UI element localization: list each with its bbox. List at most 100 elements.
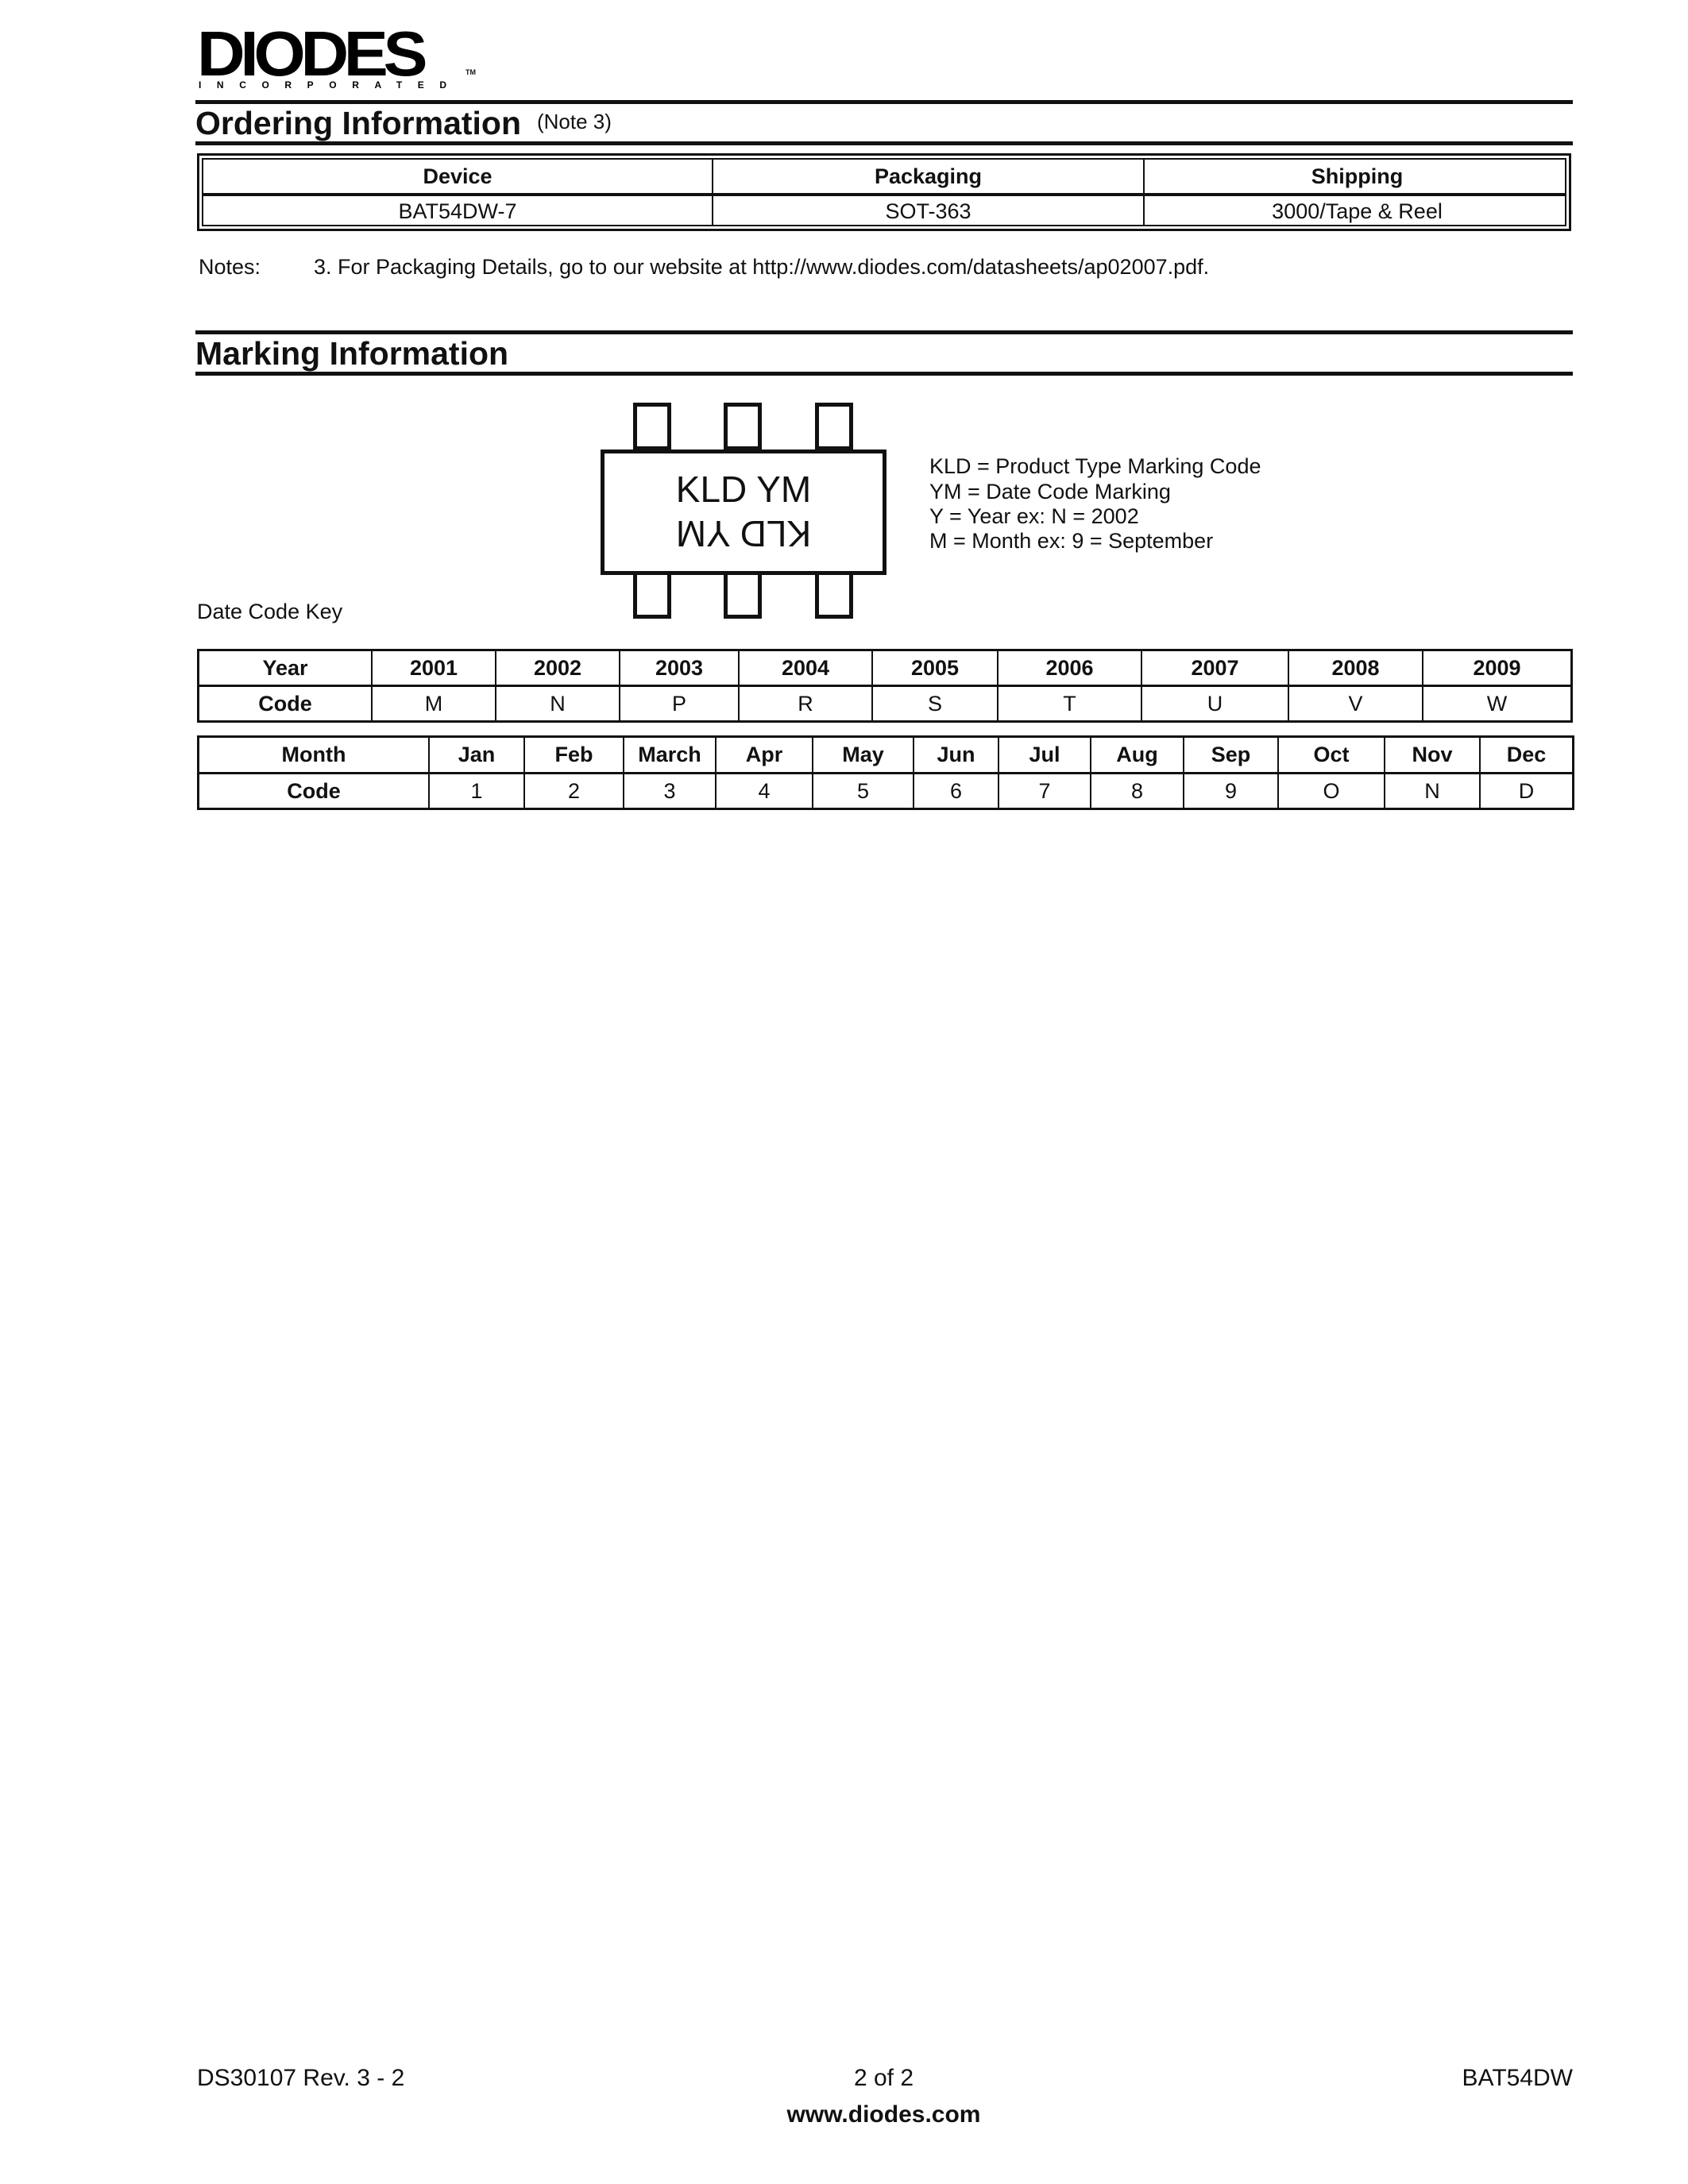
col-divider [812, 738, 813, 808]
year-code-table: Year Code 2001 2002 2003 2004 2005 2006 … [197, 649, 1573, 723]
ordering-note-ref: (Note 3) [537, 110, 612, 133]
month-code-cell: 1 [470, 778, 483, 803]
row-label-month: Month [281, 743, 346, 766]
year-cell: 2006 [1045, 655, 1094, 680]
package-pin [724, 571, 762, 619]
month-cell: Feb [554, 743, 593, 766]
row-divider [199, 685, 1570, 687]
col-divider [738, 651, 740, 720]
note-3-text: 3. For Packaging Details, go to our webs… [314, 255, 1210, 279]
month-cell: Sep [1211, 743, 1251, 766]
month-code-cell: 8 [1130, 778, 1144, 803]
month-code-cell: O [1323, 778, 1340, 803]
header-packaging: Packaging [874, 164, 983, 188]
footer-page-number: 2 of 2 [853, 2065, 914, 2091]
year-cell: 2005 [910, 655, 960, 680]
col-divider [871, 651, 873, 720]
year-cell: 2008 [1331, 655, 1380, 680]
row-label-code: Code [258, 691, 312, 716]
year-code-cell: U [1207, 691, 1223, 716]
month-code-cell: 4 [758, 778, 771, 803]
col-divider [428, 738, 430, 808]
package-body: KLD YM KLD YM [601, 450, 886, 575]
package-pin [633, 403, 671, 450]
package-marking-top: KLD YM [675, 469, 812, 510]
month-cell: Dec [1506, 743, 1547, 766]
month-code-cell: 9 [1224, 778, 1238, 803]
section-rule-bottom [195, 372, 1573, 376]
col-divider [1422, 651, 1423, 720]
col-divider [371, 651, 373, 720]
month-code-table: Month Code Jan Feb March Apr May Jun Jul… [197, 735, 1574, 810]
col-divider [997, 651, 999, 720]
year-cell: 2003 [655, 655, 704, 680]
col-divider [1143, 160, 1145, 225]
section-rule-top [195, 330, 1573, 334]
header-device: Device [423, 164, 492, 188]
month-code-cell: 6 [949, 778, 963, 803]
col-divider [495, 651, 496, 720]
month-cell: May [842, 743, 884, 766]
row-divider [199, 772, 1572, 774]
footer-part-number: BAT54DW [1462, 2065, 1573, 2091]
col-divider [1141, 651, 1142, 720]
year-code-cell: M [424, 691, 443, 716]
month-cell: Jan [458, 743, 496, 766]
logo-incorporated: INCORPORATED [199, 79, 462, 91]
legend-line: YM = Date Code Marking [929, 480, 1171, 504]
month-cell: March [638, 743, 701, 766]
header-divider [203, 193, 1565, 196]
legend-line: KLD = Product Type Marking Code [929, 454, 1261, 478]
legend-line: M = Month ex: 9 = September [929, 529, 1214, 553]
marking-title: Marking Information [195, 335, 509, 372]
month-cell: Jun [937, 743, 975, 766]
year-code-cell: W [1486, 691, 1508, 716]
col-divider [1090, 738, 1091, 808]
col-divider [998, 738, 999, 808]
cell-device: BAT54DW-7 [398, 199, 517, 223]
col-divider [1277, 738, 1279, 808]
row-label-code: Code [287, 778, 341, 803]
section-rule-top [195, 100, 1573, 104]
logo-wordmark: DIODES [197, 18, 428, 89]
year-cell: 2007 [1191, 655, 1239, 680]
year-code-cell: R [798, 691, 813, 716]
year-cell: 2009 [1473, 655, 1521, 680]
month-code-cell: 5 [856, 778, 870, 803]
col-divider [623, 738, 624, 808]
year-code-cell: N [550, 691, 566, 716]
year-cell: 2002 [533, 655, 582, 680]
year-code-cell: P [671, 691, 686, 716]
header-shipping: Shipping [1311, 164, 1404, 188]
month-code-cell: D [1518, 778, 1535, 803]
footer-doc-number: DS30107 Rev. 3 - 2 [197, 2065, 405, 2091]
ordering-title: Ordering Information [195, 105, 521, 141]
date-code-key-label: Date Code Key [197, 600, 343, 623]
section-rule-bottom [195, 141, 1573, 145]
month-code-cell: 2 [567, 778, 581, 803]
footer-website-link[interactable]: www.diodes.com [786, 2101, 981, 2128]
logo-trademark: TM [465, 68, 476, 76]
year-cell: 2004 [781, 655, 830, 680]
package-pin [815, 403, 853, 450]
year-code-cell: T [1063, 691, 1076, 716]
cell-shipping: 3000/Tape & Reel [1272, 199, 1443, 223]
package-pin [815, 571, 853, 619]
col-divider [523, 738, 525, 808]
legend-line: Y = Year ex: N = 2002 [929, 504, 1139, 528]
year-code-cell: S [927, 691, 942, 716]
col-divider [1384, 738, 1385, 808]
col-divider [1288, 651, 1289, 720]
diodes-logo: DIODES TM INCORPORATED [197, 22, 476, 92]
month-code-cell: 7 [1038, 778, 1051, 803]
month-cell: Apr [745, 743, 783, 766]
month-code-cell: 3 [663, 778, 676, 803]
col-divider [913, 738, 914, 808]
col-divider [619, 651, 620, 720]
col-divider [1183, 738, 1184, 808]
col-divider [712, 160, 713, 225]
package-marking-bottom: KLD YM [675, 513, 812, 554]
ordering-table: Device Packaging Shipping BAT54DW-7 SOT-… [197, 153, 1571, 231]
row-label-year: Year [262, 655, 308, 680]
year-code-cell: V [1348, 691, 1363, 716]
